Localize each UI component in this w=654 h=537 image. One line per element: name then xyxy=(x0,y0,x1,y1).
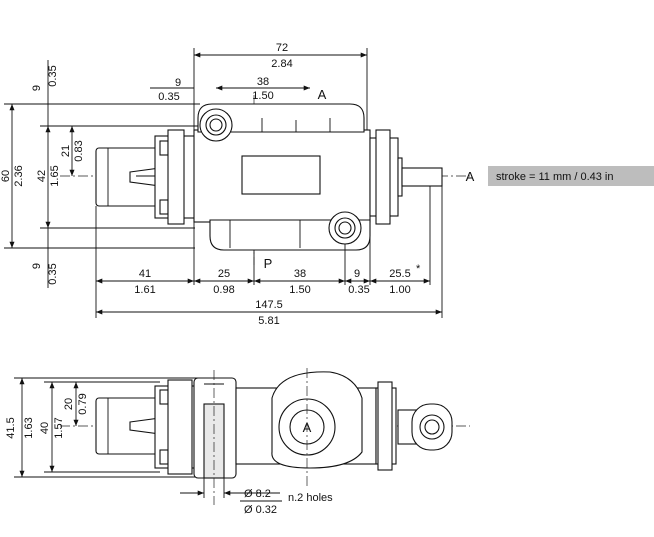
hole-diameter-mm: Ø 8.2 xyxy=(244,488,271,500)
dim-9-left-top: 9 xyxy=(31,85,43,91)
port-a-right-label: A xyxy=(466,169,475,184)
dim-2-84: 2.84 xyxy=(271,58,292,70)
dim-42: 42 xyxy=(36,170,48,182)
dim-1-63: 1.63 xyxy=(23,417,35,438)
dim-1-61: 1.61 xyxy=(134,284,155,296)
dim-0-98: 0.98 xyxy=(213,284,234,296)
spool-end xyxy=(401,167,443,187)
dim-0-79: 0.79 xyxy=(77,393,89,414)
dim-9-left-bottom: 9 xyxy=(31,263,43,269)
hole-count-note: n.2 holes xyxy=(288,492,333,504)
dim-72: 72 xyxy=(276,42,288,54)
dim-0-35-left-top: 0.35 xyxy=(47,65,59,86)
dim-1-57: 1.57 xyxy=(53,417,65,438)
port-a-top-label: A xyxy=(318,87,327,102)
dim-0-35-bottom: 0.35 xyxy=(348,284,369,296)
name-plate xyxy=(241,155,321,195)
dim-0-35-top: 0.35 xyxy=(158,91,179,103)
port-p-label: P xyxy=(264,256,273,271)
dim-25-5: 25.5 xyxy=(389,268,410,280)
asterisk: * xyxy=(416,263,421,275)
dim-38-bottom: 38 xyxy=(294,268,306,280)
dim-9-bottom: 9 xyxy=(354,268,360,280)
dim-41-5: 41.5 xyxy=(5,417,17,438)
dim-0-83: 0.83 xyxy=(73,140,85,161)
hole-diameter-in: Ø 0.32 xyxy=(244,504,277,516)
dim-1-00: 1.00 xyxy=(389,284,410,296)
side-view: 41.5 1.63 40 1.57 20 0.79 A xyxy=(5,368,470,516)
dim-9-top: 9 xyxy=(175,77,181,89)
dim-25: 25 xyxy=(218,268,230,280)
dim-40: 40 xyxy=(39,422,51,434)
top-view: 72 2.84 9 0.35 38 1.50 A 60 2.36 42 1.65… xyxy=(0,42,654,327)
dim-38-top: 38 xyxy=(257,76,269,88)
dim-60: 60 xyxy=(0,170,12,182)
dim-2-36: 2.36 xyxy=(13,165,25,186)
stroke-note: stroke = 11 mm / 0.43 in xyxy=(496,171,614,183)
dim-20: 20 xyxy=(63,398,75,410)
dim-147-5: 147.5 xyxy=(255,299,283,311)
port-a-boss xyxy=(197,103,365,133)
dim-0-35-left-bottom: 0.35 xyxy=(47,263,59,284)
dim-5-81: 5.81 xyxy=(258,315,279,327)
dim-21: 21 xyxy=(60,145,72,157)
stroke-note-box xyxy=(488,166,654,186)
dim-1-65: 1.65 xyxy=(49,165,61,186)
dim-1-50-bottom: 1.50 xyxy=(289,284,310,296)
dim-41: 41 xyxy=(139,268,151,280)
dim-1-50-top: 1.50 xyxy=(252,90,273,102)
